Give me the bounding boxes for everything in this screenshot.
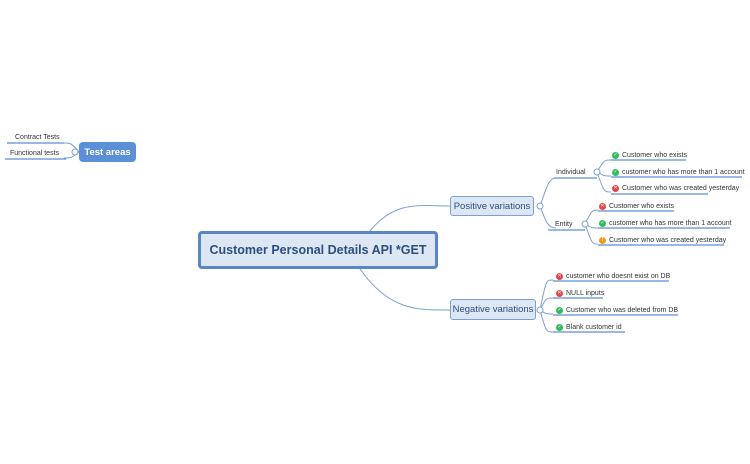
list-item[interactable]: ✕ Customer who exists xyxy=(599,203,674,210)
check-icon: ✓ xyxy=(556,324,563,331)
functional-tests-topic[interactable]: Functional tests xyxy=(10,150,60,157)
cross-icon: ✕ xyxy=(612,185,619,192)
list-item[interactable]: ✓ customer who has more than 1 account xyxy=(599,220,732,227)
connector-positive-entity xyxy=(539,205,557,229)
list-item[interactable]: ✕ NULL inputs xyxy=(556,290,605,297)
check-icon: ✓ xyxy=(612,169,619,176)
individual-topic[interactable]: Individual xyxy=(556,169,586,176)
check-icon: ✓ xyxy=(612,152,619,159)
contract-tests-topic[interactable]: Contract Tests xyxy=(15,134,60,141)
connector-positive-individual xyxy=(539,177,557,207)
entity-topic[interactable]: Entity xyxy=(555,221,573,228)
list-item[interactable]: ✕ customer who doesnt exist on DB xyxy=(556,273,671,280)
collapse-toggle-test-areas xyxy=(71,148,79,156)
collapse-toggle-negative xyxy=(536,306,544,314)
collapse-toggle-individual xyxy=(593,168,601,176)
test-areas-topic[interactable]: Test areas xyxy=(79,142,136,162)
cross-icon: ✕ xyxy=(556,273,563,280)
list-item[interactable]: ✓ Blank customer id xyxy=(556,324,622,331)
connector-root-negative xyxy=(359,268,451,311)
cross-icon: ✕ xyxy=(556,290,563,297)
list-item[interactable]: ✓ customer who has more than 1 account xyxy=(612,169,745,176)
collapse-toggle-positive xyxy=(536,202,544,210)
root-topic[interactable]: Customer Personal Details API *GET xyxy=(198,231,438,269)
list-item[interactable]: ✕ Customer who was created yesterday xyxy=(612,185,740,192)
positive-variations-topic[interactable]: Positive variations xyxy=(450,196,534,216)
list-item[interactable]: ✓ Customer who was deleted from DB xyxy=(556,307,679,314)
warning-icon: ! xyxy=(599,237,606,244)
list-item[interactable]: ! Customer who was created yesterday xyxy=(599,235,726,246)
cross-icon: ✕ xyxy=(599,203,606,210)
connector-root-positive xyxy=(369,205,451,232)
collapse-toggle-entity xyxy=(581,220,589,228)
check-icon: ✓ xyxy=(556,307,563,314)
negative-variations-topic[interactable]: Negative variations xyxy=(450,299,536,320)
list-item[interactable]: ✓ Customer who exists xyxy=(612,152,687,159)
check-icon: ✓ xyxy=(599,220,606,227)
